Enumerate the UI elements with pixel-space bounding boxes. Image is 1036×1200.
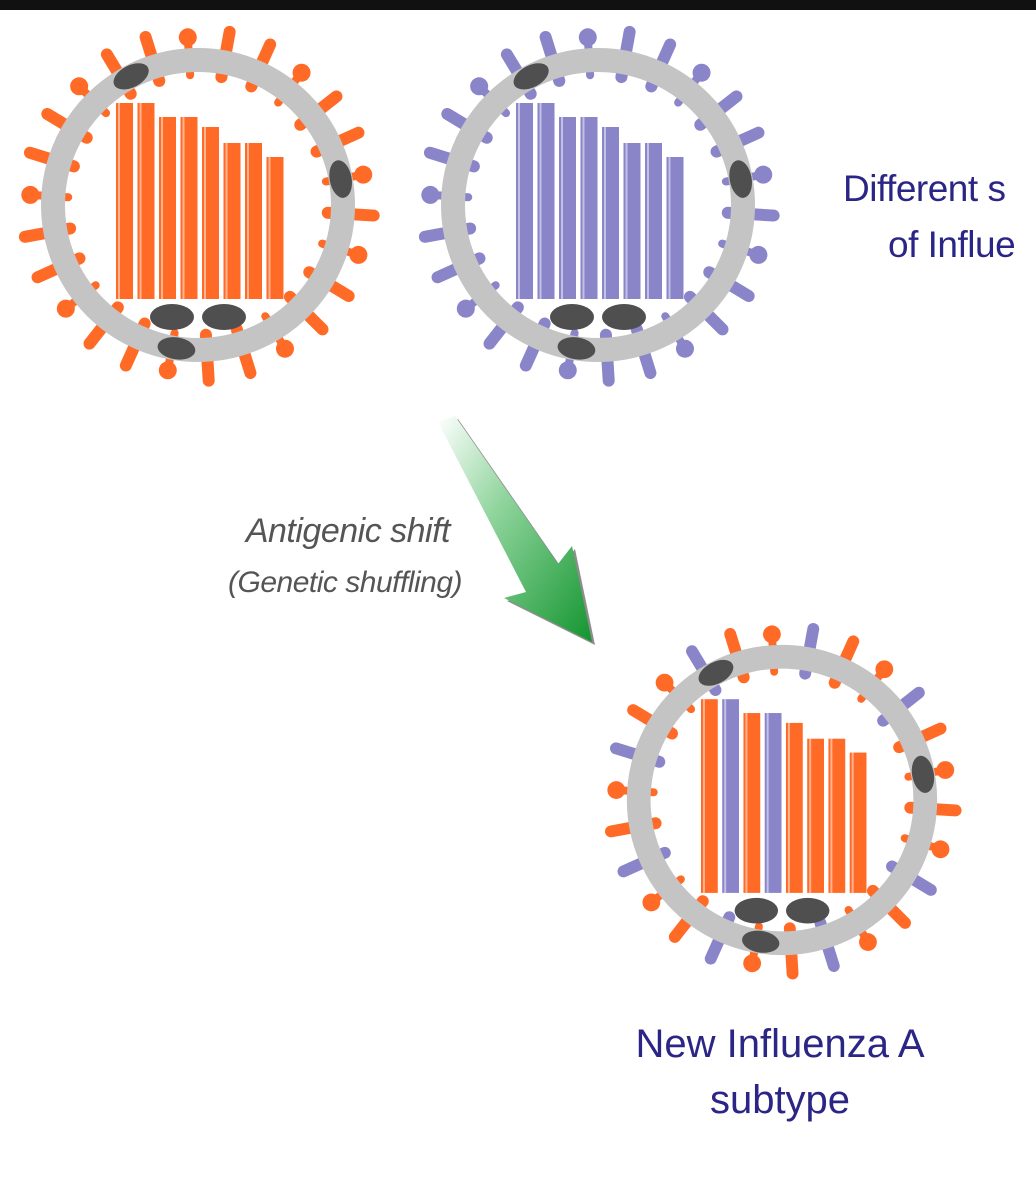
spike-head (421, 185, 440, 204)
polymerase-complex (550, 304, 594, 330)
spike-head (456, 299, 475, 318)
envelope-protein (329, 160, 353, 198)
rna-segment (807, 738, 824, 893)
spike-head (70, 77, 89, 96)
envelope-protein (557, 337, 596, 360)
rna-segment (764, 713, 782, 893)
rna-segments (700, 699, 867, 893)
spike-head (692, 63, 711, 82)
new-subtype-label-line2: subtype (709, 1078, 851, 1122)
rna-segment (537, 103, 555, 299)
spike-head (178, 28, 197, 47)
rna-segment (223, 143, 241, 299)
parent-virus-purple (418, 25, 780, 387)
top-border-bar (0, 0, 1036, 10)
spike-head (292, 63, 311, 82)
rna-segment (623, 143, 641, 299)
rna-segments (116, 103, 284, 299)
envelope-protein (742, 930, 780, 953)
rna-segment (116, 103, 133, 299)
rna-segment (602, 127, 619, 299)
polymerase-complex (602, 304, 646, 330)
spike-head (558, 361, 577, 380)
rna-segment (516, 103, 533, 299)
rna-segment (137, 103, 155, 299)
spike-head (158, 361, 177, 380)
spike-head (749, 245, 768, 264)
rna-segment (849, 752, 867, 893)
envelope-protein (698, 659, 734, 686)
polymerase-complex (785, 897, 830, 924)
spike-head (931, 840, 950, 859)
rna-segment (559, 117, 576, 299)
spike-head (56, 299, 75, 318)
rna-segment (666, 157, 684, 299)
rna-segment (722, 699, 740, 893)
antigenic-shift-arrow (438, 416, 595, 645)
spike-head (607, 781, 626, 799)
new-subtype-label-line1: New Influenza A (635, 1022, 925, 1066)
rna-segment (245, 143, 262, 299)
rna-segment (266, 157, 284, 299)
spike-head (743, 954, 762, 973)
parent-virus-orange (18, 25, 380, 387)
envelope-protein (729, 160, 753, 198)
rna-segment (645, 143, 662, 299)
spike-head (655, 673, 674, 692)
polymerase-complex (150, 304, 194, 330)
rna-segment (828, 738, 846, 893)
antigenic-shift-label: Antigenic shift (245, 512, 451, 550)
spike-head (470, 77, 489, 96)
rna-segment (180, 117, 198, 299)
different-subtypes-label-line2: of Influe (888, 224, 1016, 265)
envelope-protein (113, 63, 149, 90)
envelope-protein (911, 755, 935, 793)
spike-head (763, 625, 781, 644)
spike-head (275, 339, 294, 358)
spike-head (875, 660, 894, 679)
spike-head (642, 893, 661, 912)
envelope-protein (157, 337, 196, 360)
rna-segment (159, 117, 176, 299)
envelope-protein (513, 63, 549, 90)
rna-segments (516, 103, 684, 299)
spike-head (859, 933, 877, 951)
spike-head (578, 28, 597, 47)
lipid-envelope (441, 48, 755, 362)
polymerase-complex (202, 304, 246, 330)
spike-head (936, 761, 955, 779)
lipid-envelope (626, 644, 938, 956)
spike-head (354, 165, 373, 184)
spike-head (349, 245, 368, 264)
spike-head (754, 165, 773, 184)
rna-segment (743, 713, 761, 893)
different-subtypes-label-line1: Different s (843, 168, 1006, 209)
genetic-shuffling-label: (Genetic shuffling) (228, 566, 462, 599)
spike-head (21, 185, 40, 204)
rna-segment (700, 699, 718, 893)
rna-segment (202, 127, 219, 299)
polymerase-complex (734, 897, 779, 924)
rna-segment (580, 117, 598, 299)
rna-segment (785, 722, 803, 893)
lipid-envelope (41, 48, 355, 362)
spike-head (675, 339, 694, 358)
reassortant-virus (605, 622, 962, 980)
